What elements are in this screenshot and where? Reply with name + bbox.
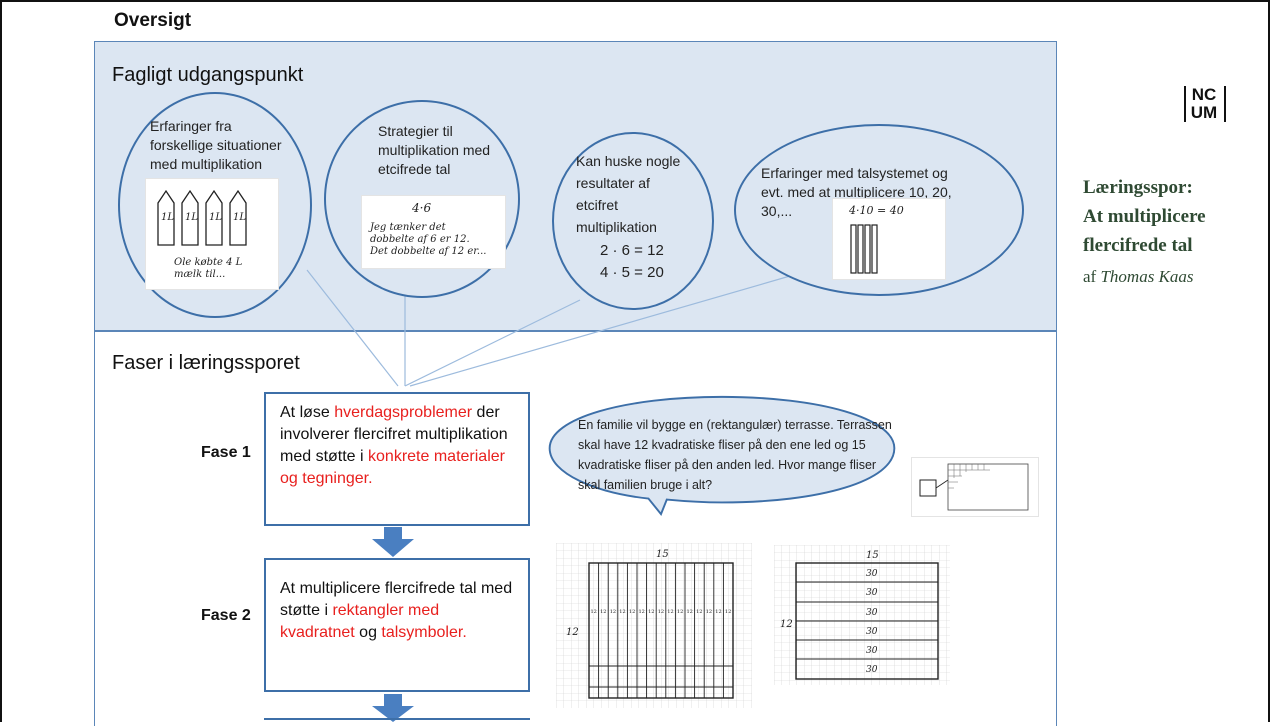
- grid-right-row-label: 30: [866, 588, 878, 598]
- grid-left-column-label: 12: [696, 609, 702, 615]
- phase-2-highlight: talsymboler.: [381, 624, 467, 641]
- carton-label: 1L: [161, 212, 175, 223]
- grid-left-column-label: 12: [629, 609, 635, 615]
- author-line: af Thomas Kaas: [1083, 267, 1194, 286]
- phases-heading: Faser i læringssporet: [112, 352, 300, 374]
- grid-left-column-label: 12: [667, 609, 673, 615]
- phase-3-box-edge: [264, 718, 530, 724]
- grid-left-column-label: 12: [725, 609, 731, 615]
- grid-left-column-label: 12: [706, 609, 712, 615]
- grid-right-top-label: 15: [866, 550, 879, 561]
- phase-2-text: og: [354, 624, 382, 641]
- grid-left-side-label: 12: [566, 627, 579, 638]
- grid-left-column-label: 12: [648, 609, 654, 615]
- grid-left-column-label: 12: [619, 609, 625, 615]
- phase-1-highlight: hverdagsproblemer: [334, 404, 473, 421]
- bubble-remember-results: [552, 132, 714, 310]
- grid-right-row-label: 30: [866, 665, 878, 675]
- milk-carton-icon: [157, 189, 247, 246]
- ten-sticks-icon: [850, 224, 878, 274]
- carton-label: 1L: [209, 212, 223, 223]
- phase-2-label: Fase 2: [201, 607, 251, 624]
- grid-right-row-label: 30: [866, 646, 878, 656]
- grid-left-column-label: 12: [591, 609, 597, 615]
- down-arrow-icon: [372, 694, 414, 722]
- page-title: Oversigt: [114, 10, 192, 31]
- grid-left-column-label: 12: [658, 609, 664, 615]
- phase-1-box: At løse hverdagsproblemer der involverer…: [264, 392, 530, 526]
- grid-right-row-label: 30: [866, 627, 878, 637]
- author-name: Thomas Kaas: [1100, 267, 1194, 286]
- grid-left-column-label: 12: [639, 609, 645, 615]
- down-arrow-icon: [372, 527, 414, 557]
- grid-left-column-label: 12: [715, 609, 721, 615]
- phase-2-text: At multiplicere flercifrede tal med støt…: [280, 580, 513, 619]
- grid-left-top-label: 15: [656, 549, 669, 560]
- strategy-expression: 4·6: [412, 201, 432, 215]
- carton-label: 1L: [185, 212, 199, 223]
- grid-left-column-label: 12: [687, 609, 693, 615]
- problem-speech-bubble: [548, 395, 896, 516]
- phase-1-text: der involverer flercifret multiplikation…: [280, 404, 508, 465]
- tile-sketch: [911, 457, 1039, 517]
- grid-sketch-right: 15 12 30 30 30 30 30 30: [774, 545, 950, 685]
- phase-1-highlight: konkrete materialer og tegninger.: [280, 448, 505, 487]
- starting-point-heading: Fagligt udgangspunkt: [112, 64, 304, 86]
- grid-left-column-label: 12: [610, 609, 616, 615]
- phase-2-highlight: rektangler med kvadratnet: [280, 602, 440, 641]
- grid-right-row-label: 30: [866, 608, 878, 618]
- grid-right-row-label: 30: [866, 569, 878, 579]
- ncum-logo: NC UM: [1184, 86, 1226, 126]
- tens-expression: 4·10 = 40: [849, 204, 904, 217]
- problem-text: En familie vil bygge en (rektangulær) te…: [578, 418, 892, 492]
- tens-sticks-sketch: 4·10 = 40: [832, 198, 946, 280]
- phase-1-label: Fase 1: [201, 444, 251, 461]
- phase-2-box: At multiplicere flercifrede tal med støt…: [264, 558, 530, 692]
- grid-right-side-label: 12: [780, 619, 793, 630]
- grid-left-column-label: 12: [677, 609, 683, 615]
- phase-1-text: At løse: [280, 404, 335, 421]
- grid-left-column-label: 12: [600, 609, 606, 615]
- tile-corner-icon: [919, 463, 1029, 511]
- carton-label: 1L: [233, 212, 247, 223]
